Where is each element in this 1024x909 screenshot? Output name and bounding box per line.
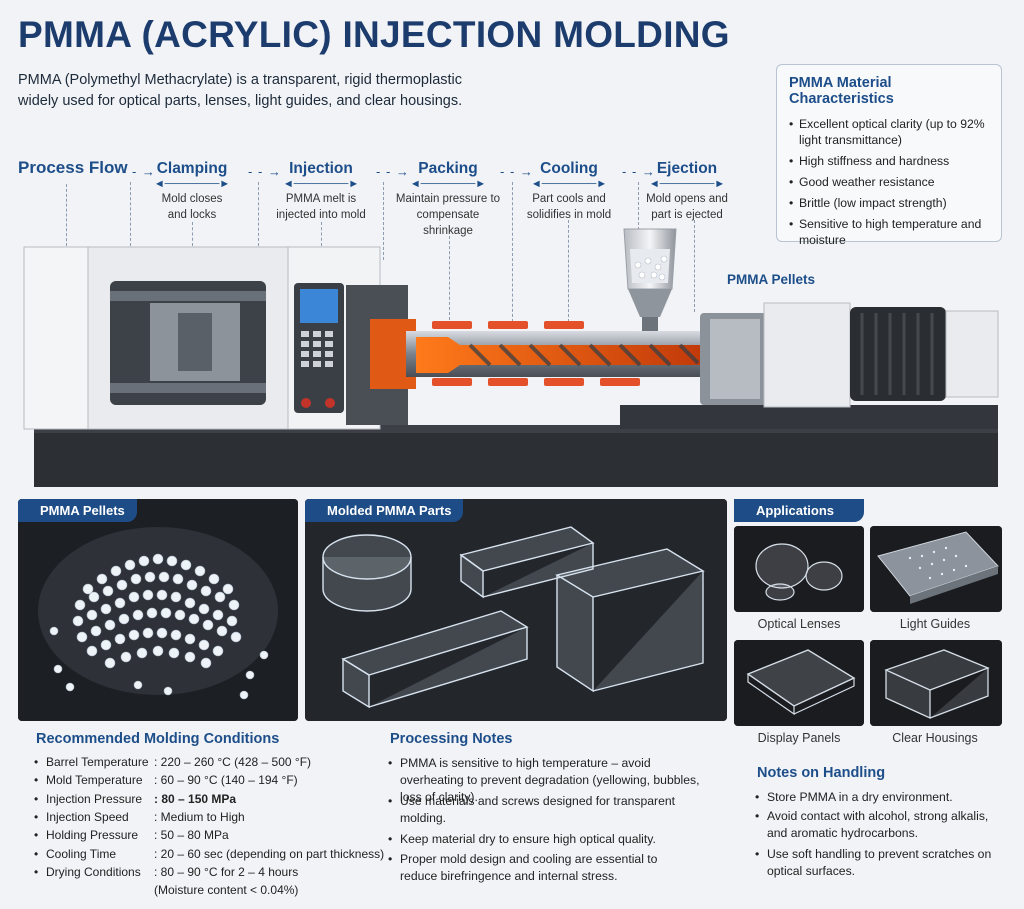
app-tile-clear-housings: [870, 640, 1002, 726]
page-title: PMMA (ACRYLIC) INJECTION MOLDING: [18, 14, 730, 55]
motor: [850, 307, 946, 401]
process-step-cooling: Cooling ◄───────► Part cools and solidif…: [514, 160, 624, 223]
step-desc: Part cools and solidifies in mold: [526, 193, 612, 221]
processing-notes-heading: Processing Notes: [390, 731, 513, 747]
injection-molding-machine: [23, 228, 999, 487]
step-desc: Mold opens and part is ejected: [646, 193, 728, 221]
process-step-packing: Packing ◄───────► Maintain pressure to c…: [392, 160, 504, 239]
characteristic-item: High stiffness and hardness: [789, 153, 989, 169]
process-step-clamping: Clamping ◄───────► Mold closes and locks: [137, 160, 247, 223]
app-caption: Clear Housings: [892, 731, 978, 745]
leader-line: [383, 182, 384, 260]
processing-note-item: Use materials and screws designed for tr…: [388, 793, 688, 827]
leader-line: [258, 182, 259, 246]
pellets-image: [18, 499, 298, 721]
handling-item: Use soft handling to prevent scratches o…: [755, 846, 995, 880]
condition-value: : 50 – 80 MPa: [154, 828, 229, 842]
step-name: Packing: [418, 160, 478, 177]
intro-text: PMMA (Polymethyl Methacrylate) is a tran…: [18, 72, 463, 109]
condition-key: Injection Pressure: [34, 792, 154, 806]
step-name: Cooling: [540, 160, 598, 177]
leader-line: [130, 182, 131, 246]
processing-note-item: Keep material dry to ensure high optical…: [388, 831, 708, 848]
leader-line: [694, 220, 695, 312]
double-arrow-icon: ◄───────►: [648, 178, 726, 190]
condition-key: Injection Speed: [34, 810, 154, 824]
lens-image: [734, 526, 864, 612]
condition-value: : 80 – 150 MPa: [154, 792, 237, 806]
light-guide-image: [870, 526, 1002, 612]
step-name: Ejection: [656, 160, 718, 177]
characteristic-item: Excellent optical clarity (up to 92% lig…: [789, 116, 989, 148]
machine-pellets-label: PMMA Pellets: [727, 272, 816, 287]
condition-key: Drying Conditions: [34, 865, 154, 879]
leader-line: [449, 236, 450, 320]
step-name: Injection: [289, 160, 353, 177]
app-caption: Optical Lenses: [757, 617, 841, 631]
flow-arrow: - - →: [376, 164, 410, 179]
characteristic-item: Sensitive to high temperature and moistu…: [789, 216, 989, 248]
condition-key: Mold Temperature: [34, 773, 154, 787]
app-tile-display-panels: [734, 640, 864, 726]
handling-item: Avoid contact with alcohol, strong alkal…: [755, 808, 995, 842]
double-arrow-icon: ◄───────►: [282, 178, 360, 190]
injection-housing: [763, 302, 851, 408]
step-desc: Mold closes and locks: [161, 193, 223, 221]
handling-item: Store PMMA in a dry environment.: [755, 789, 995, 806]
leader-line: [321, 222, 322, 246]
flow-arrow: - - →: [248, 164, 282, 179]
app-caption: Display Panels: [757, 731, 841, 745]
process-step-injection: Injection ◄───────► PMMA melt is injecte…: [266, 160, 376, 223]
machine-base: [34, 425, 998, 487]
leader-line: [512, 182, 513, 322]
pellets-panel: PMMA Pellets: [18, 499, 298, 721]
clear-housing-image: [870, 640, 1002, 726]
double-arrow-icon: ◄───────►: [409, 178, 487, 190]
process-step-ejection: Ejection ◄───────► Mold opens and part i…: [632, 160, 742, 223]
characteristic-item: Good weather resistance: [789, 174, 989, 190]
leader-line: [568, 220, 569, 322]
pellets-panel-tag: PMMA Pellets: [18, 499, 137, 522]
material-characteristics-box: PMMA Material Characteristics Excellent …: [776, 64, 1002, 247]
display-panel-image: [734, 640, 864, 726]
step-desc: Maintain pressure to compensate shrinkag…: [395, 193, 501, 237]
condition-key: Barrel Temperature: [34, 755, 154, 769]
molded-parts-panel-tag: Molded PMMA Parts: [305, 499, 464, 522]
flow-arrow: - - →: [122, 164, 156, 179]
characteristics-list: Excellent optical clarity (up to 92% lig…: [789, 116, 989, 248]
flow-arrow: - - →: [622, 164, 656, 179]
molded-parts-image: [305, 499, 727, 721]
molded-parts-panel: Molded PMMA Parts: [305, 499, 727, 721]
step-desc: PMMA melt is injected into mold: [276, 193, 366, 221]
condition-value: : 20 – 60 sec (depending on part thickne…: [154, 847, 385, 861]
handling-heading: Notes on Handling: [757, 765, 886, 781]
condition-key: Holding Pressure: [34, 828, 154, 842]
condition-value: : 60 – 90 °C (140 – 194 °F): [154, 773, 298, 787]
process-flow-heading: Process Flow: [18, 158, 128, 177]
double-arrow-icon: ◄───────►: [153, 178, 231, 190]
condition-value: : Medium to High: [154, 810, 245, 824]
condition-key: Cooling Time: [34, 847, 154, 861]
app-tile-optical-lenses: [734, 526, 864, 612]
double-arrow-icon: ◄───────►: [530, 178, 608, 190]
step-name: Clamping: [156, 160, 228, 177]
moisture-note: (Moisture content < 0.04%): [154, 883, 299, 897]
conditions-heading: Recommended Molding Conditions: [36, 731, 280, 747]
condition-value: : 80 – 90 °C for 2 – 4 hours: [154, 865, 299, 879]
applications-tag: Applications: [734, 499, 864, 522]
characteristics-heading: PMMA Material Characteristics: [789, 75, 894, 107]
app-tile-light-guides: [870, 526, 1002, 612]
app-caption: Light Guides: [899, 617, 971, 631]
processing-note-item: Proper mold design and cooling are essen…: [388, 851, 698, 885]
flow-arrow: - - →: [500, 164, 534, 179]
condition-value: : 220 – 260 °C (428 – 500 °F): [154, 755, 312, 769]
leader-line: [66, 184, 67, 246]
leader-line: [192, 222, 193, 246]
characteristic-item: Brittle (low impact strength): [789, 195, 989, 211]
